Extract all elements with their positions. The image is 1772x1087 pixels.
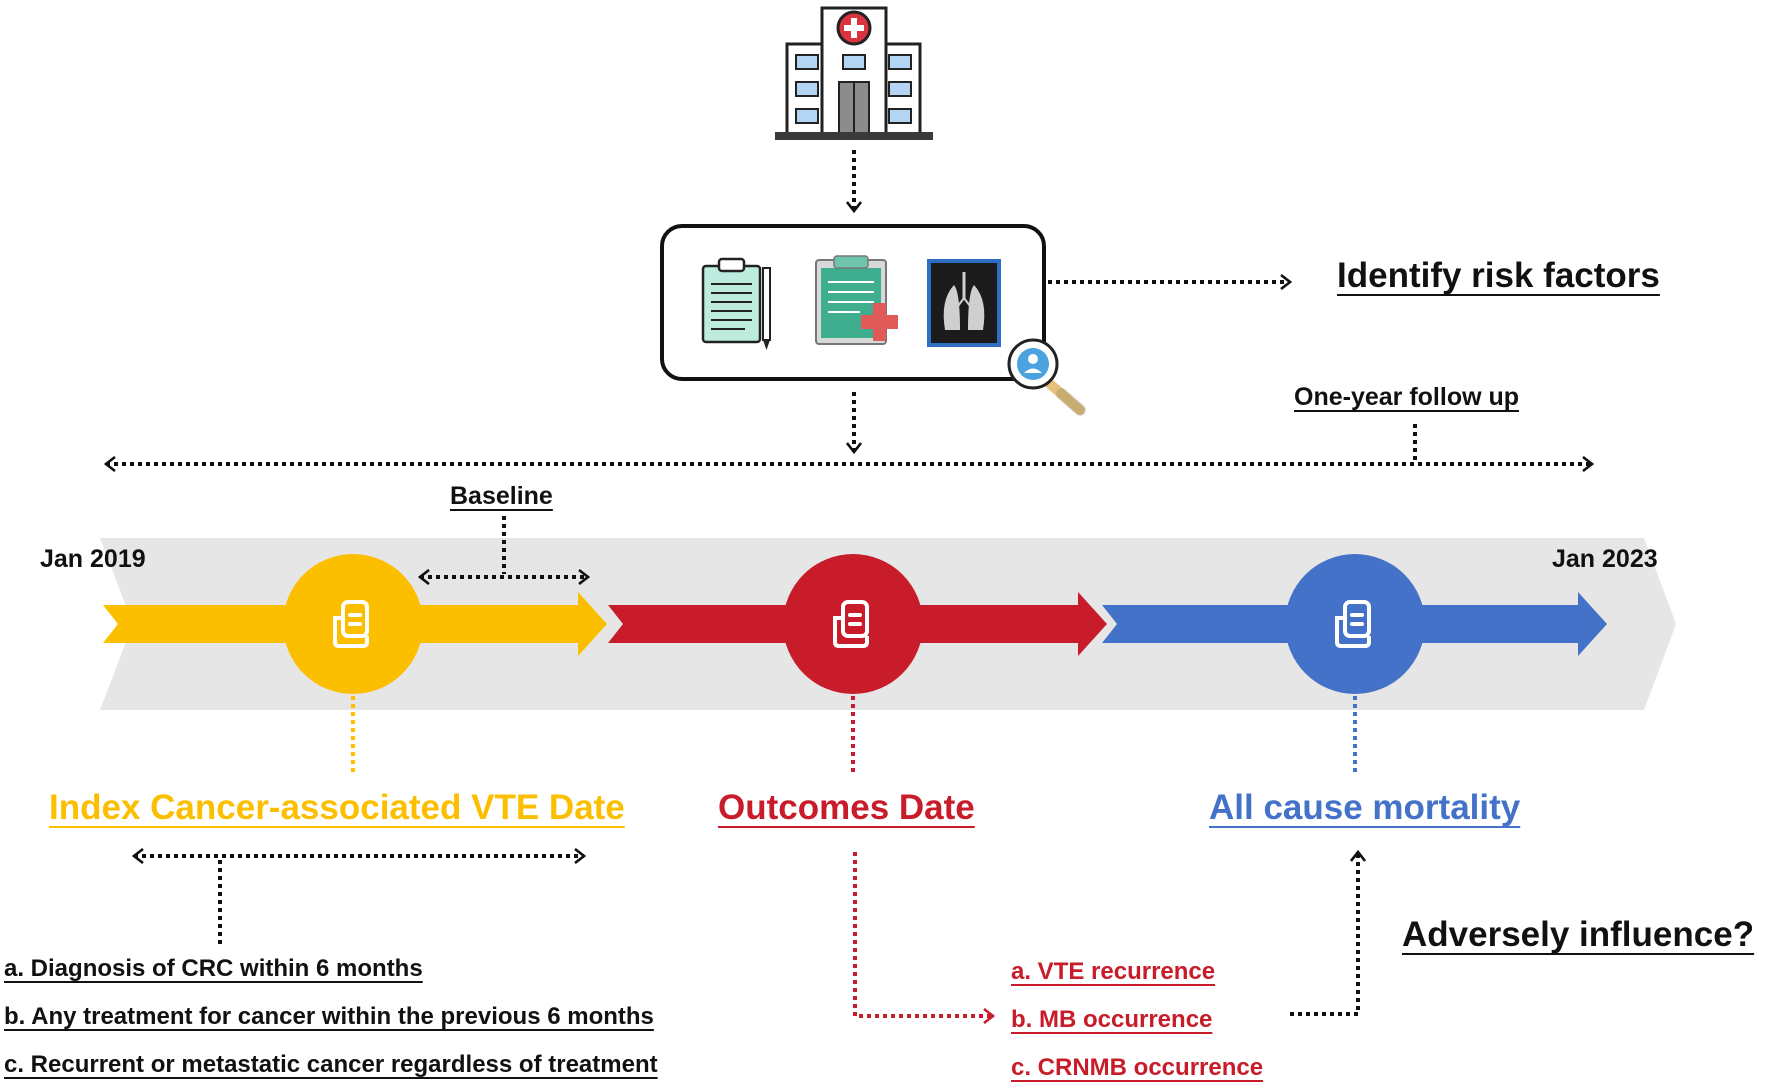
clipboard-icon: [701, 257, 771, 350]
medical-record-icon: [815, 255, 898, 345]
criteria-item: a. Diagnosis of CRC within 6 months: [4, 955, 423, 982]
start-date-label: Jan 2019: [40, 545, 146, 573]
outcome-item: a. VTE recurrence: [1011, 958, 1216, 985]
all-cause-mortality-label: All cause mortality: [1209, 788, 1521, 827]
chest-xray-icon: [927, 259, 1001, 347]
outcomes-to-list-arrow: [853, 852, 993, 1016]
identify-risk-factors-label: Identify risk factors: [1337, 256, 1660, 295]
criteria-item: c. Recurrent or metastatic cancer regard…: [4, 1051, 658, 1078]
list-to-mortality-arrow: [1290, 852, 1358, 1016]
index-vte-date-label: Index Cancer-associated VTE Date: [49, 788, 625, 827]
criteria-item: b. Any treatment for cancer within the p…: [4, 1003, 654, 1030]
search-person-icon: [1007, 338, 1086, 416]
outcome-item: c. CRNMB occurrence: [1011, 1054, 1264, 1081]
baseline-label: Baseline: [450, 482, 553, 510]
outcomes-date-label: Outcomes Date: [718, 788, 975, 827]
outcome-item: b. MB occurrence: [1011, 1006, 1213, 1033]
hospital-icon: [775, 6, 933, 140]
follow-up-label: One-year follow up: [1294, 383, 1520, 411]
adversely-influence-label: Adversely influence?: [1402, 915, 1755, 954]
end-date-label: Jan 2023: [1552, 545, 1658, 573]
